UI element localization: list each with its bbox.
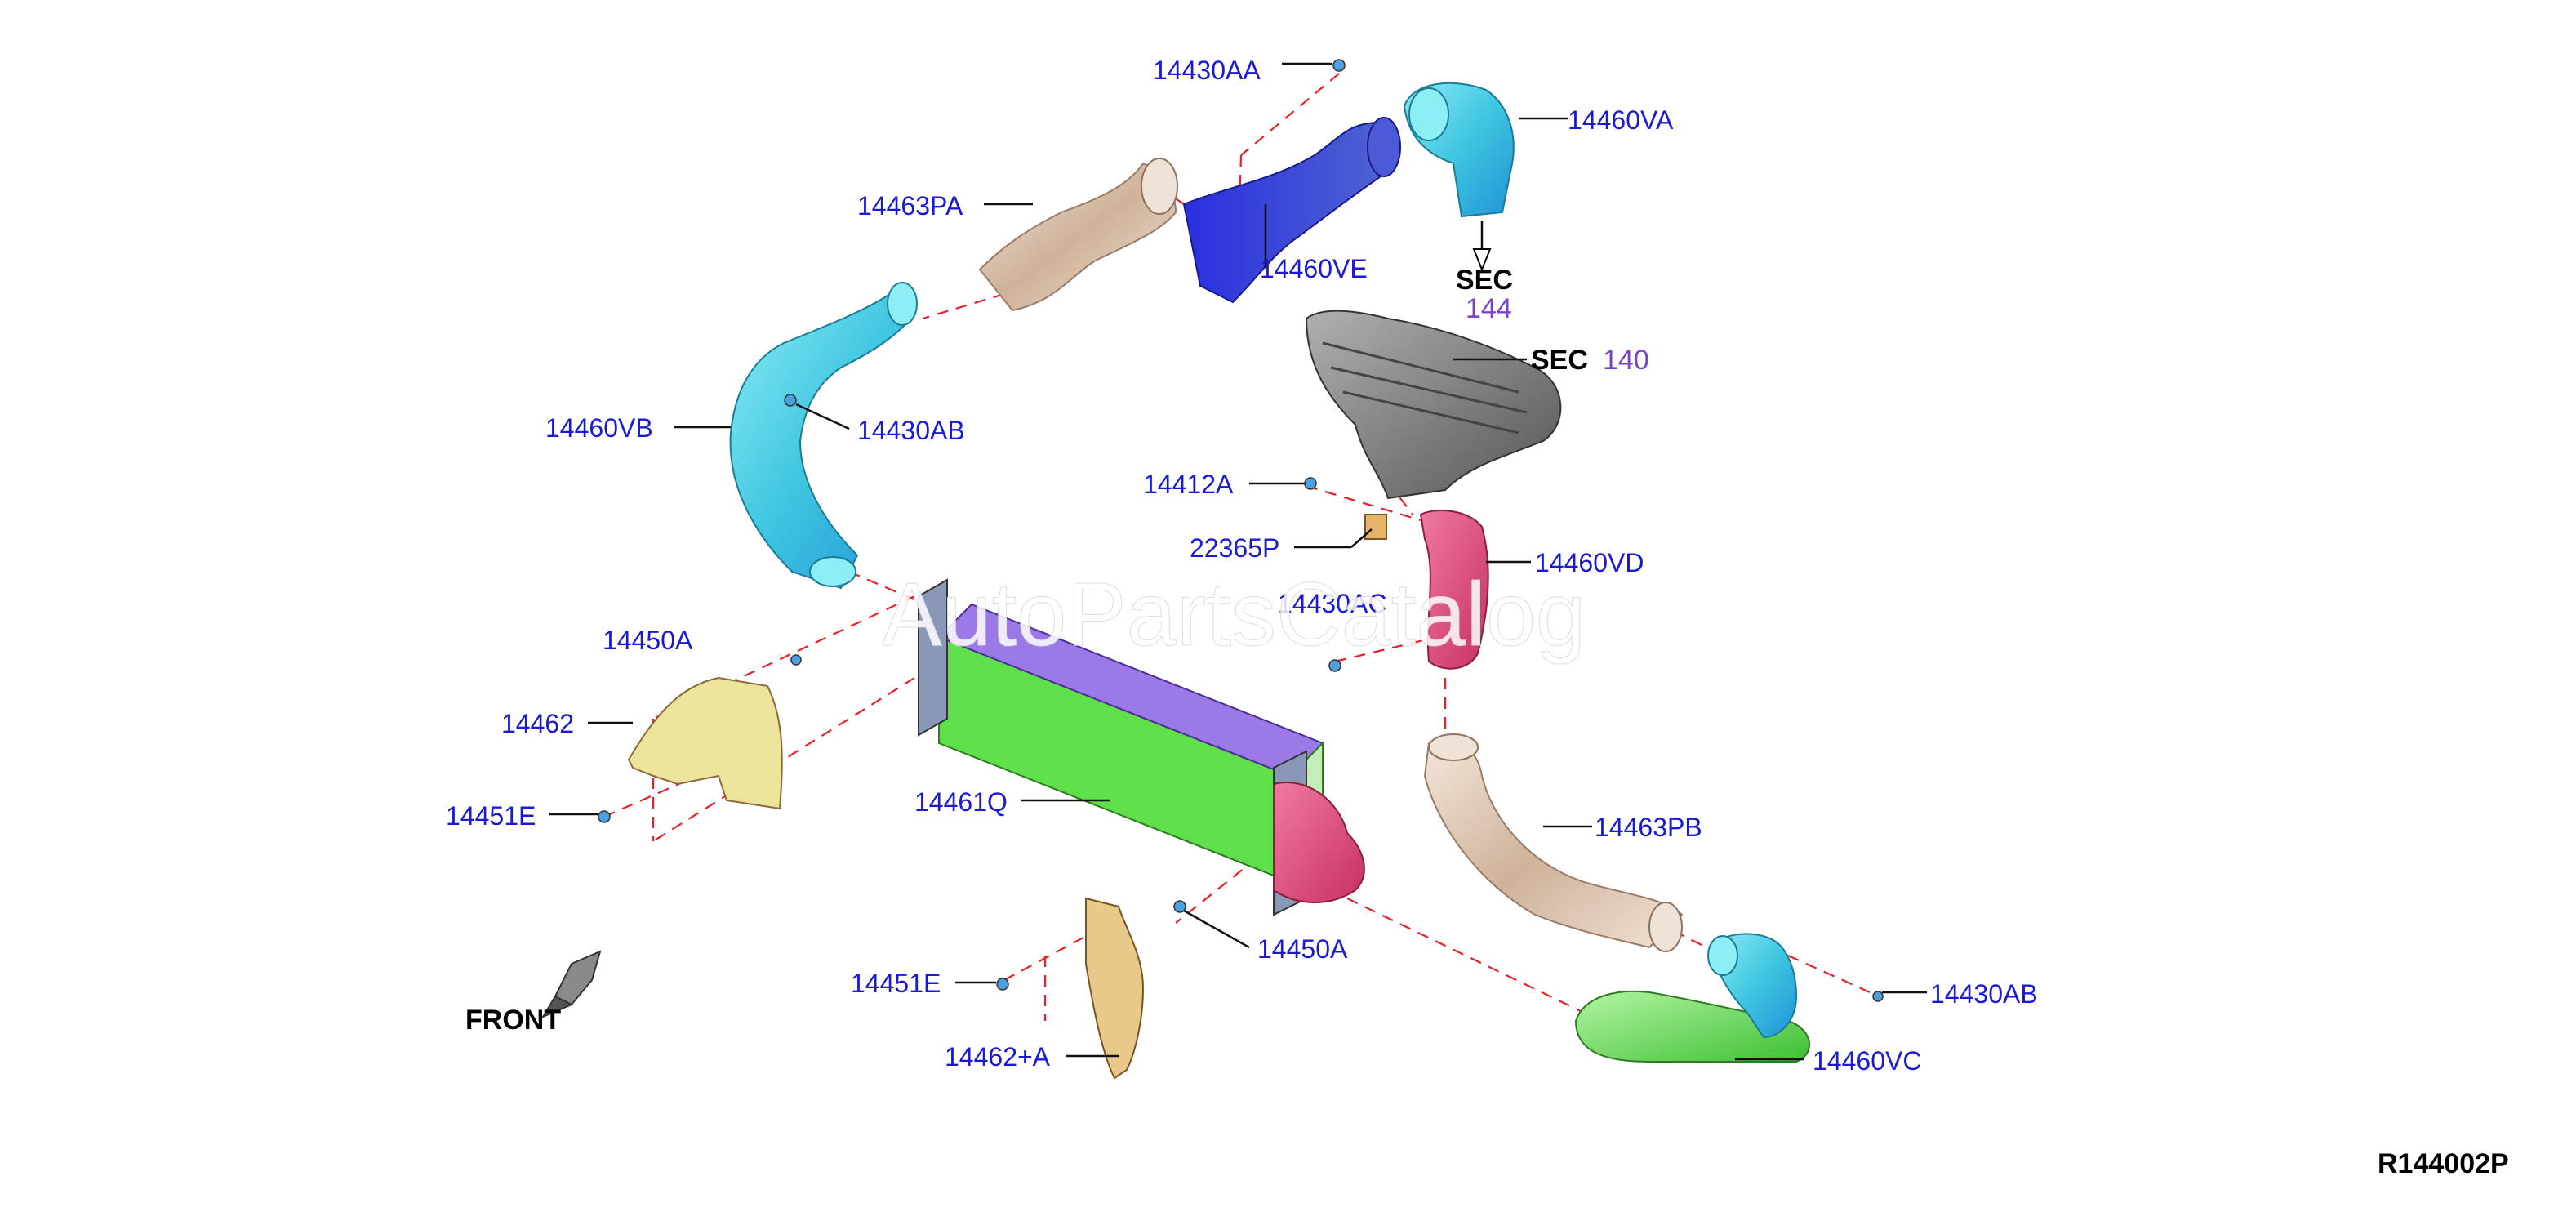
label-14451E-bottom: 14451E <box>851 969 941 998</box>
label-14460VB: 14460VB <box>545 413 653 443</box>
label-sec-140-title: SEC <box>1531 345 1588 376</box>
diagram-code: R144002P <box>2378 1148 2509 1179</box>
tube-14460vb-shape <box>729 292 916 590</box>
leader-lines <box>549 62 1927 1061</box>
tube-14460vb-bottom-end <box>809 556 856 587</box>
label-14460VA: 14460VA <box>1568 105 1674 135</box>
label-14430AB-right: 14430AB <box>1930 979 2038 1009</box>
intake-manifold-ribs <box>1322 341 1528 434</box>
bolt-14451e-bottom-icon <box>996 978 1009 991</box>
label-14430AB-top: 14430AB <box>857 416 965 445</box>
throttle-14460va-inlet <box>1408 87 1449 141</box>
label-14462A: 14462+A <box>945 1042 1051 1072</box>
front-arrow-icon <box>541 950 602 1019</box>
tube-14460vb-top-end <box>887 282 918 326</box>
bolt-14451e-left-icon <box>598 810 611 823</box>
hose-14460vd-shape <box>1419 510 1489 670</box>
label-sec-140-number: 140 <box>1603 345 1649 376</box>
label-14460VC: 14460VC <box>1813 1046 1921 1076</box>
bolt-14412a-icon <box>1304 477 1317 490</box>
label-14451E-left: 14451E <box>446 801 536 831</box>
label-14460VE: 14460VE <box>1260 254 1368 283</box>
bolt-14450a-bottom-icon <box>1173 900 1186 913</box>
label-22365P: 22365P <box>1190 533 1279 563</box>
bolt-14430ab-right-icon <box>1872 991 1884 1002</box>
intake-manifold-shape <box>1305 310 1562 500</box>
sec144-arrow-icon <box>1472 248 1492 272</box>
label-14461Q: 14461Q <box>914 787 1008 817</box>
label-14430AA: 14430AA <box>1153 56 1261 85</box>
label-14450A-bottom: 14450A <box>1257 934 1348 964</box>
bolt-14430aa-icon <box>1332 59 1346 72</box>
intercooler-outlet-shape <box>1273 782 1365 903</box>
label-14463PB: 14463PB <box>1595 813 1702 842</box>
sensor-22365p-shape <box>1364 514 1387 540</box>
hose-14463pb-shape <box>1423 740 1684 949</box>
tube-14460vc-shape <box>1574 990 1810 1063</box>
tube-14460ve-end <box>1367 117 1401 177</box>
watermark-text: AutoPartsCatalog <box>882 564 1586 665</box>
fasteners <box>598 59 1884 1002</box>
label-sec-144-title: SEC <box>1456 265 1513 296</box>
hose-14463pb-bottom-end <box>1648 902 1683 952</box>
bolt-14430ab-top-icon <box>784 394 797 407</box>
label-14462: 14462 <box>501 709 574 738</box>
bolt-14450a-top-icon <box>790 654 802 666</box>
label-14412A: 14412A <box>1143 470 1234 499</box>
hose-14463pb-top-end <box>1428 733 1479 761</box>
label-14430AC: 14430AC <box>1278 589 1386 618</box>
label-14460VD: 14460VD <box>1535 548 1644 577</box>
bracket-14462-shape <box>627 676 783 810</box>
label-sec-144-number: 144 <box>1466 293 1512 324</box>
label-14450A-top: 14450A <box>603 626 693 655</box>
label-14463PA: 14463PA <box>857 191 963 221</box>
elbow-14460vc-end <box>1707 935 1738 976</box>
hose-14463pa-end <box>1141 158 1178 215</box>
bolt-14430ac-icon <box>1328 659 1341 672</box>
label-front: FRONT <box>465 1005 561 1036</box>
bracket-14462a-shape <box>1085 897 1145 1080</box>
